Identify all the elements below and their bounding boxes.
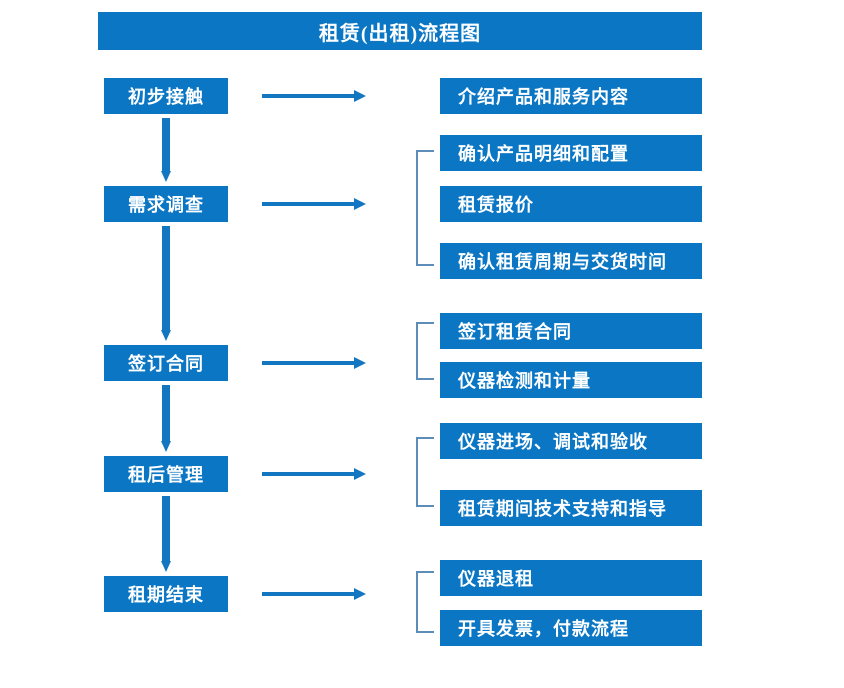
detail-box-technical-support[interactable]: 租赁期间技术支持和指导: [440, 490, 702, 526]
right-arrow-initial-contact: [262, 90, 366, 102]
detail-box-confirm-lease-period[interactable]: 确认租赁周期与交货时间: [440, 243, 702, 279]
detail-box-invoice-payment[interactable]: 开具发票，付款流程: [440, 610, 702, 646]
detail-box-rental-quotation[interactable]: 租赁报价: [440, 186, 702, 222]
stage-box-sign-contract[interactable]: 签订合同: [104, 345, 228, 381]
detail-box-confirm-product-details[interactable]: 确认产品明细和配置: [440, 135, 702, 171]
detail-box-introduce-products[interactable]: 介绍产品和服务内容: [440, 78, 702, 114]
stage-box-lease-end[interactable]: 租期结束: [104, 576, 228, 612]
right-arrow-needs-survey: [262, 198, 366, 210]
right-arrow-sign-contract: [262, 357, 366, 369]
detail-box-instrument-inspection[interactable]: 仪器检测和计量: [440, 362, 702, 398]
stage-box-needs-survey[interactable]: 需求调查: [104, 186, 228, 222]
bracket-post-rental-group: [416, 437, 434, 507]
down-arrow-contract-to-management: [161, 385, 171, 452]
right-arrow-lease-end: [262, 588, 366, 600]
down-arrow-contact-to-survey: [161, 118, 171, 182]
bracket-lease-end-group: [416, 571, 434, 633]
detail-box-instrument-entry-commissioning[interactable]: 仪器进场、调试和验收: [440, 423, 702, 459]
stage-box-initial-contact[interactable]: 初步接触: [104, 78, 228, 114]
bracket-needs-survey-group: [416, 150, 434, 266]
down-arrow-management-to-end: [161, 496, 171, 572]
detail-box-instrument-return[interactable]: 仪器退租: [440, 560, 702, 596]
down-arrow-survey-to-contract: [161, 226, 171, 341]
stage-box-post-rental-management[interactable]: 租后管理: [104, 456, 228, 492]
detail-box-sign-lease-contract[interactable]: 签订租赁合同: [440, 313, 702, 349]
diagram-title: 租赁(出租)流程图: [98, 12, 702, 50]
right-arrow-post-rental-management: [262, 468, 366, 480]
bracket-sign-contract-group: [416, 322, 434, 380]
